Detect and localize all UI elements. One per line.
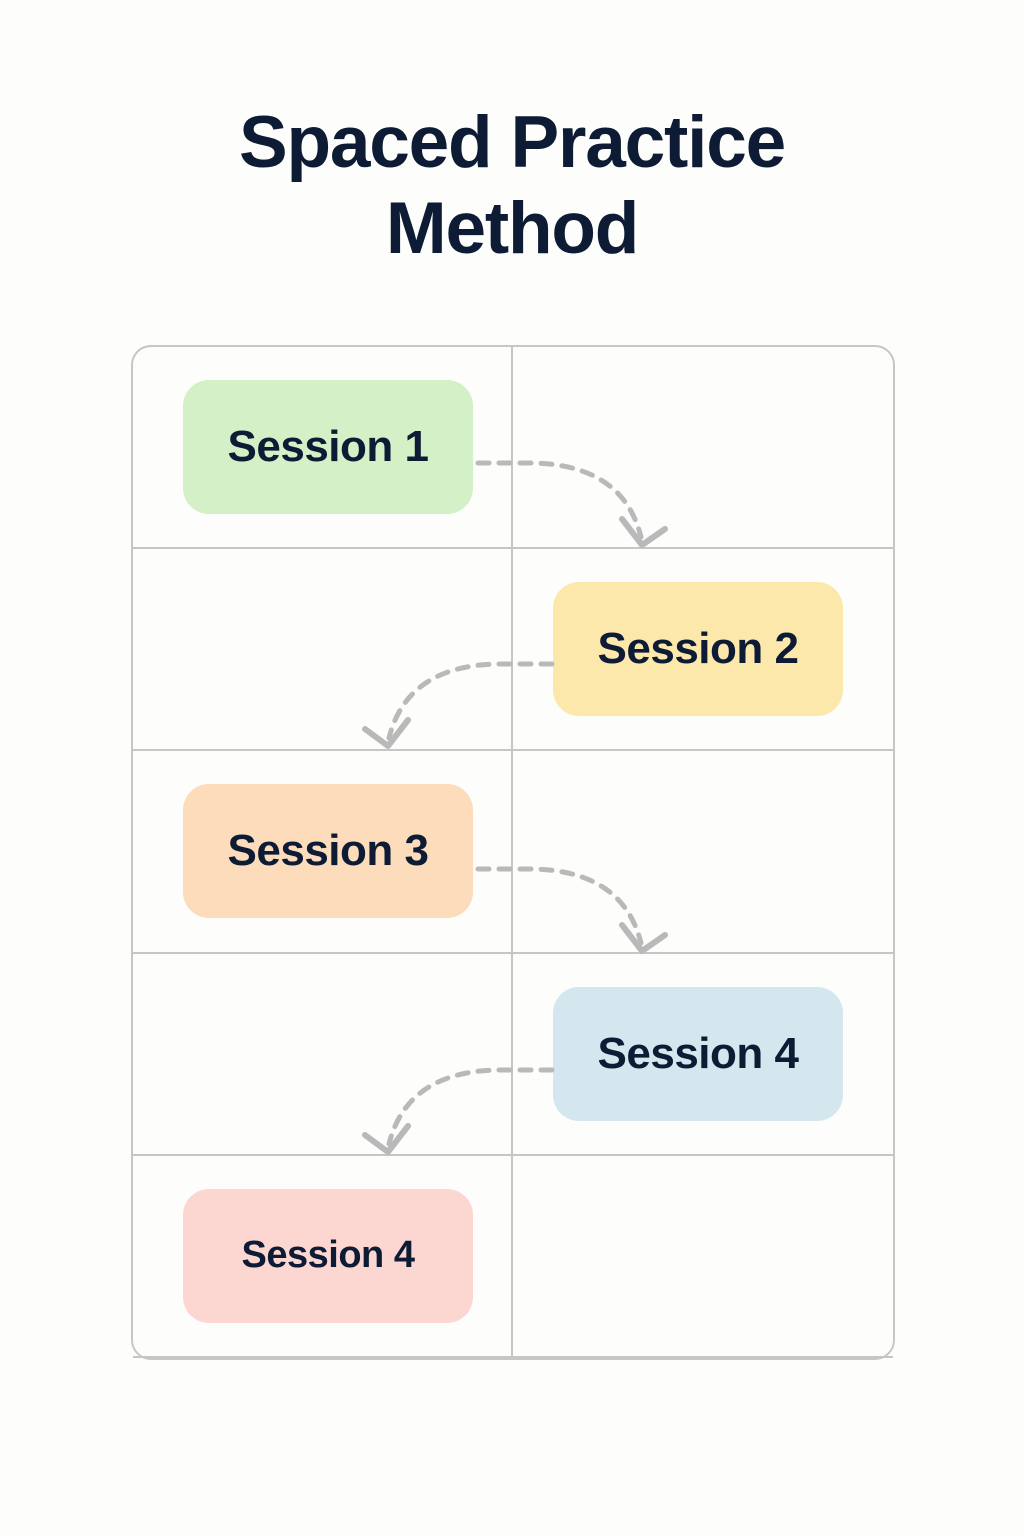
grid-cell-5-left: Session 4	[133, 1155, 513, 1356]
grid-cell-5-right	[513, 1156, 893, 1356]
session-pill-3[interactable]: Session 3	[183, 784, 473, 919]
grid-row-4: Session 4	[133, 953, 893, 1156]
page-title: Spaced Practice Method	[238, 102, 786, 270]
session-pill-1[interactable]: Session 1	[183, 380, 473, 515]
grid-row-2: Session 2	[133, 549, 893, 752]
grid-cell-1-left: Session 1	[133, 347, 513, 548]
title-block: Spaced Practice Method	[0, 100, 1024, 272]
grid-row-3: Session 3	[133, 751, 893, 954]
grid-cell-3-right	[513, 751, 893, 951]
grid-cell-4-left	[133, 953, 513, 1154]
grid-cell-1-right	[513, 347, 893, 547]
grid-cell-2-right: Session 2	[513, 549, 893, 749]
session-pill-5[interactable]: Session 4	[183, 1188, 473, 1323]
grid-cell-3-left: Session 3	[133, 751, 513, 952]
grid-cell-4-right: Session 4	[513, 954, 893, 1154]
session-pill-4[interactable]: Session 4	[553, 986, 843, 1121]
grid-row-1: Session 1	[133, 347, 893, 550]
session-pill-2[interactable]: Session 2	[553, 582, 843, 717]
session-grid: Session 1 Session 2 Session 3 Session 4 …	[131, 345, 895, 1360]
grid-row-5: Session 4	[133, 1155, 893, 1358]
grid-cell-2-left	[133, 549, 513, 750]
